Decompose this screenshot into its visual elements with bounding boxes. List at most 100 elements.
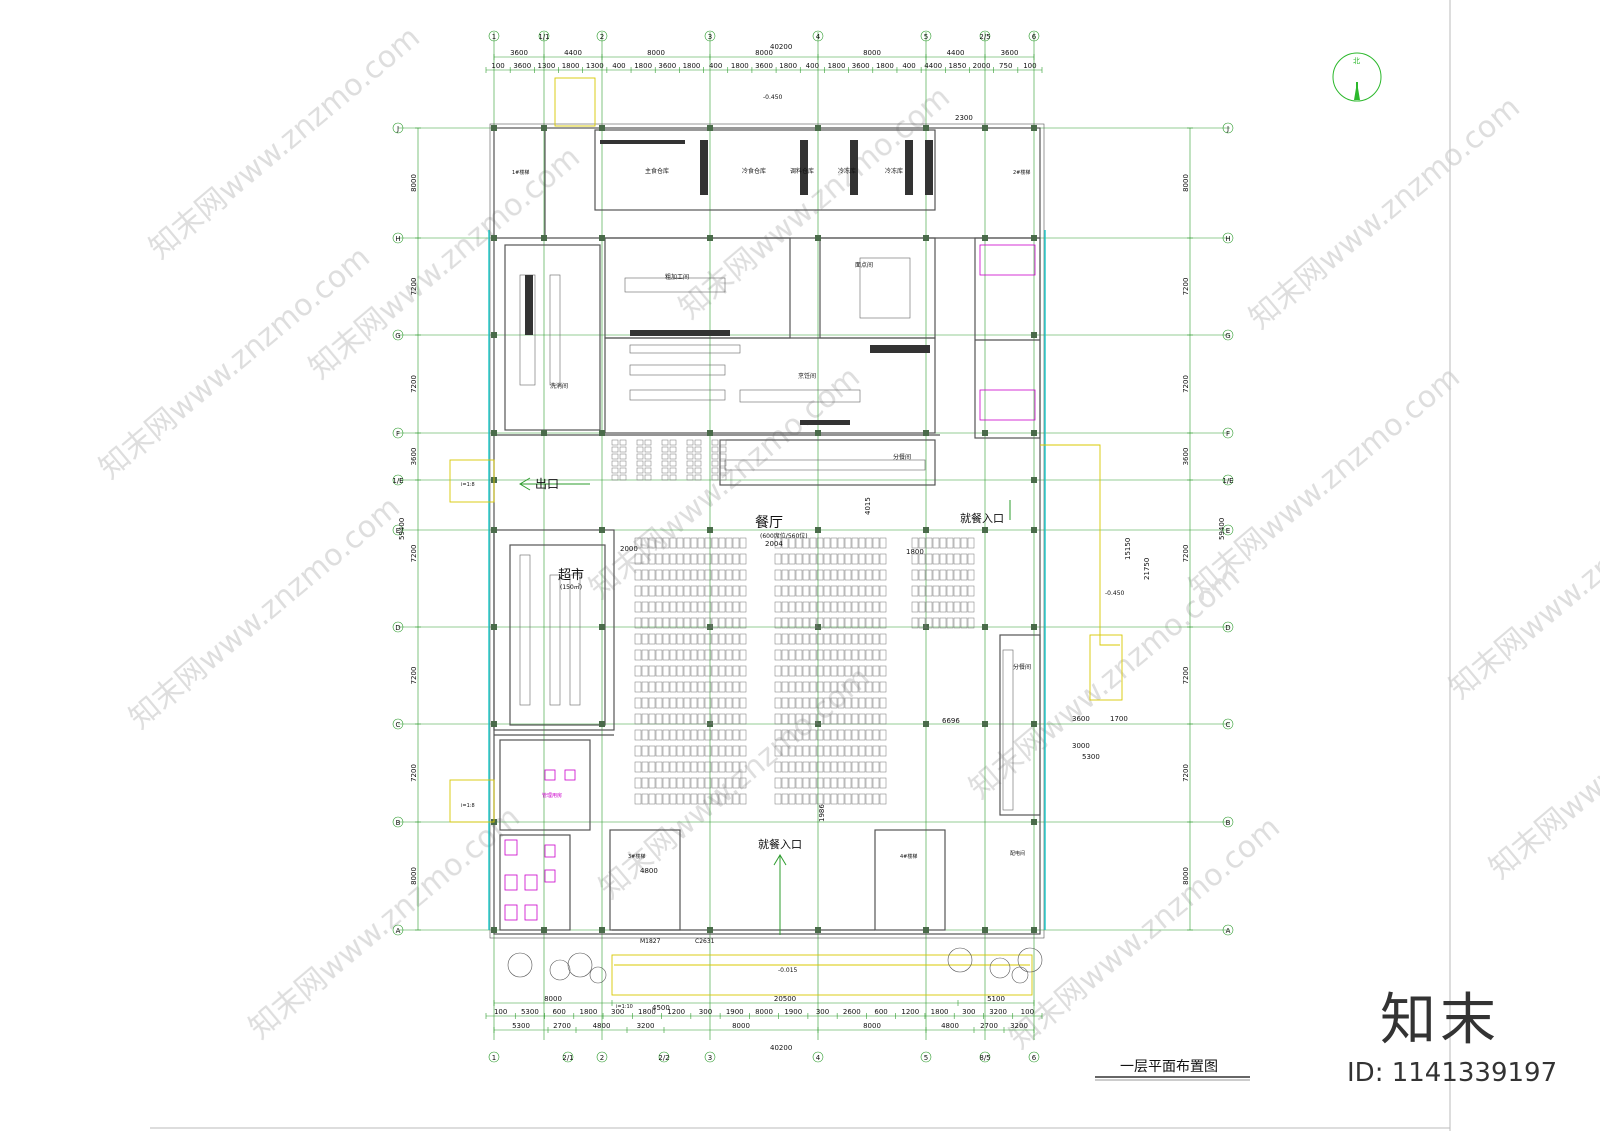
dining-seat	[865, 665, 873, 677]
dim-top-row1: 8000	[863, 49, 881, 57]
dining-seat	[844, 697, 852, 709]
dining-seat	[858, 569, 866, 581]
dining-seat	[711, 697, 719, 709]
dining-seat	[648, 585, 656, 597]
column	[1031, 430, 1037, 436]
dining-seat	[932, 617, 940, 629]
dim-bottom-row2: 1200	[667, 1008, 685, 1016]
dining-seat	[932, 585, 940, 597]
column	[491, 332, 497, 338]
staff-seat	[611, 467, 619, 474]
dining-seat	[704, 697, 712, 709]
dim-bottom-terrace: 8000	[544, 995, 562, 1003]
dining-seat	[830, 649, 838, 661]
column	[923, 125, 929, 131]
dim-misc-11: 3000	[1072, 742, 1090, 750]
dining-seat	[662, 793, 670, 805]
dining-seat	[704, 633, 712, 645]
grid-label-row: A	[396, 927, 401, 935]
dining-seat	[648, 745, 656, 757]
dining-seat	[858, 537, 866, 549]
dining-seat	[669, 537, 677, 549]
dining-seat	[732, 617, 740, 629]
dining-seat	[911, 585, 919, 597]
dim-bottom-row2: 3200	[989, 1008, 1007, 1016]
dining-seat	[697, 537, 705, 549]
grid-bubble-row	[1222, 718, 1234, 730]
staff-seat	[619, 439, 627, 446]
dining-seat	[718, 761, 726, 773]
dining-seat	[704, 713, 712, 725]
dining-seat	[823, 697, 831, 709]
dining-seat	[648, 649, 656, 661]
dining-seat	[662, 665, 670, 677]
dining-seat	[704, 665, 712, 677]
dining-seat	[837, 761, 845, 773]
column	[923, 927, 929, 933]
dim-right-bays: 7200	[1182, 764, 1190, 782]
dim-left-total: 59400	[398, 517, 406, 540]
dining-seat	[641, 793, 649, 805]
dining-seat	[844, 713, 852, 725]
column	[1031, 332, 1037, 338]
dining-seat	[879, 697, 887, 709]
dining-seat	[816, 745, 824, 757]
dining-seat	[865, 761, 873, 773]
dim-bottom-row2: 600	[874, 1008, 887, 1016]
elev-entry-label: -0.015	[778, 967, 798, 974]
column	[815, 125, 821, 131]
column	[982, 430, 988, 436]
dining-seat	[634, 617, 642, 629]
dining-seat	[795, 553, 803, 565]
dining-seat	[830, 793, 838, 805]
dim-bottom-row1: 8000	[863, 1022, 881, 1030]
dining-seat	[774, 665, 782, 677]
dining-seat	[641, 681, 649, 693]
dim-bottom-row2: 300	[611, 1008, 624, 1016]
dining-seat	[946, 585, 954, 597]
dining-seat	[844, 601, 852, 613]
dining-seat	[732, 713, 740, 725]
dining-seat	[872, 665, 880, 677]
dining-seat	[830, 777, 838, 789]
dining-seat	[718, 633, 726, 645]
dining-seat	[725, 585, 733, 597]
entrance-bottom-label: 就餐入口	[758, 838, 802, 851]
dining-seat	[648, 697, 656, 709]
dining-seat	[802, 569, 810, 581]
column	[541, 125, 547, 131]
dining-seat	[711, 713, 719, 725]
dining-seat	[830, 729, 838, 741]
column	[923, 430, 929, 436]
grid-bubble-row	[392, 816, 404, 828]
dim-bottom-row2: 2600	[843, 1008, 861, 1016]
dining-seat	[844, 745, 852, 757]
column	[599, 927, 605, 933]
dining-seat	[655, 713, 663, 725]
dining-seat	[655, 761, 663, 773]
dining-seat	[774, 793, 782, 805]
drawing-title: 一层平面布置图	[1120, 1059, 1218, 1075]
dining-seat	[641, 761, 649, 773]
room-dining-label: 餐厅	[755, 515, 783, 531]
toilet-note-label: 管理用房	[542, 793, 563, 799]
dining-seat	[662, 713, 670, 725]
dining-seat	[960, 585, 968, 597]
dining-seat	[683, 569, 691, 581]
dining-seat	[774, 617, 782, 629]
dim-top-row2: 1800	[828, 62, 846, 70]
dining-seat	[865, 713, 873, 725]
column	[923, 721, 929, 727]
dining-seat	[732, 729, 740, 741]
dining-seat	[911, 537, 919, 549]
grid-bubble-row	[1222, 232, 1234, 244]
dining-seat	[732, 697, 740, 709]
dining-seat	[648, 777, 656, 789]
dining-seat	[648, 633, 656, 645]
dining-seat	[739, 601, 747, 613]
dining-seat	[739, 617, 747, 629]
grid-bubble-row	[1222, 122, 1234, 134]
dining-seat	[837, 553, 845, 565]
dining-seat	[946, 617, 954, 629]
dining-seat	[844, 649, 852, 661]
